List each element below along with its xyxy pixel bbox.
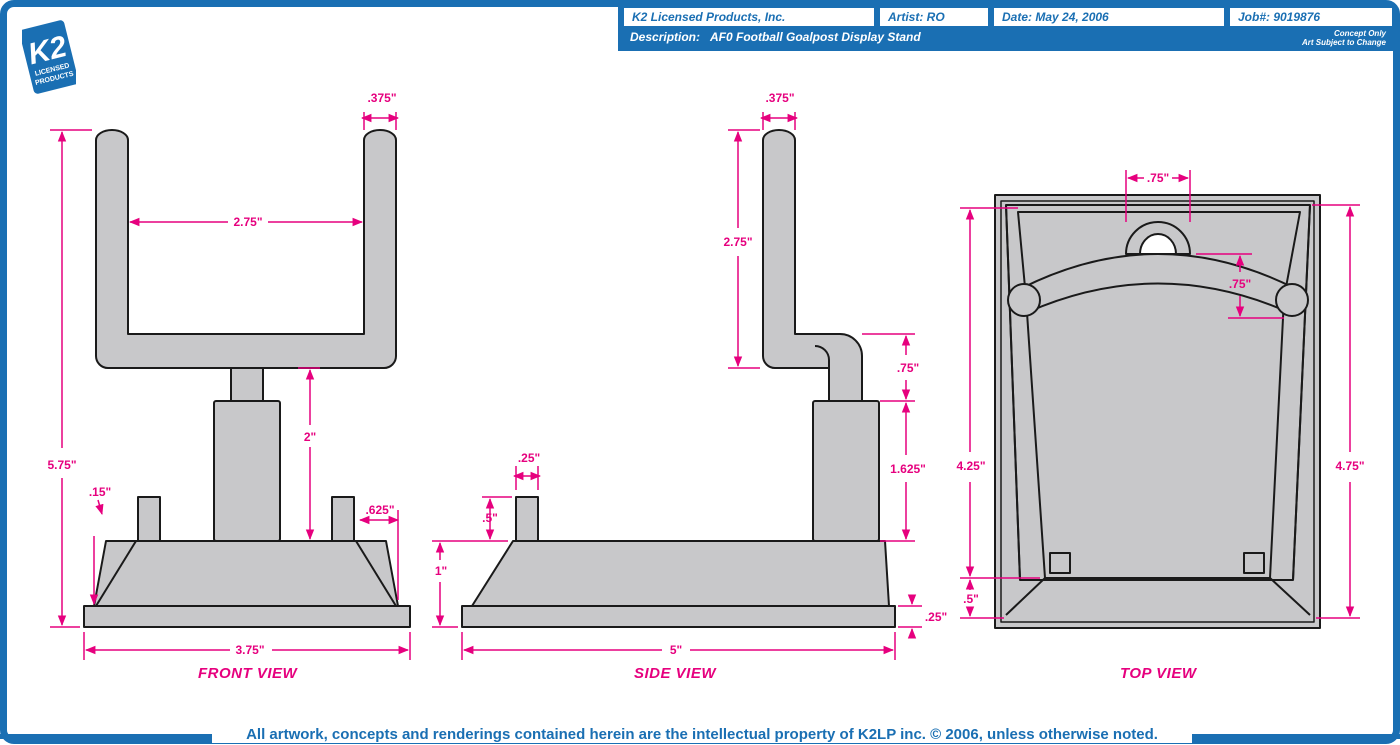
side-column <box>812 400 880 542</box>
dim-top-arc: .75" <box>1229 277 1251 291</box>
dim-side-peg-width: .25" <box>518 451 540 465</box>
top-view-drawing <box>994 194 1321 629</box>
dim-side-plinth: .25" <box>925 610 947 624</box>
side-plinth <box>461 605 896 628</box>
front-view-title: FRONT VIEW <box>198 665 298 682</box>
front-base <box>93 540 399 607</box>
footer-bar-right <box>1192 734 1400 739</box>
dim-side-upright: 2.75" <box>723 235 752 249</box>
dim-side-base-height: 1" <box>435 564 447 578</box>
k2-logo: K2 LICENSED PRODUCTS <box>22 20 76 94</box>
front-view-drawing <box>83 129 411 628</box>
concept-note-line1: Concept Only <box>1333 29 1386 38</box>
dimension-labels: .375" 2.75" 5.75" 2" .15" .625" 3.75" .3… <box>47 91 1364 657</box>
dim-side-elbow: .75" <box>897 361 919 375</box>
footer-bar-left <box>0 734 212 739</box>
front-peg-right <box>331 496 355 542</box>
side-view-drawing <box>461 129 896 628</box>
front-peg-left <box>137 496 161 542</box>
job-field: Job#: 9019876 <box>1230 8 1392 26</box>
dim-front-uprights: 2.75" <box>233 215 262 229</box>
top-view-title: TOP VIEW <box>1120 665 1197 682</box>
front-column <box>213 400 281 542</box>
footer: All artwork, concepts and renderings con… <box>0 725 1400 745</box>
dim-side-peg-height: .5" <box>482 511 498 525</box>
concept-note: Concept Only Art Subject to Change <box>1302 29 1386 47</box>
dim-side-length: 5" <box>670 643 682 657</box>
front-plinth <box>83 605 411 628</box>
dim-front-post: 2" <box>304 430 316 444</box>
dim-side-top: .375" <box>765 91 794 105</box>
top-foot-left <box>1049 552 1071 574</box>
description-label: Description: <box>630 30 701 44</box>
dim-front-width: 3.75" <box>235 643 264 657</box>
dim-front-peg-right: .625" <box>365 503 394 517</box>
side-view-title: SIDE VIEW <box>634 665 717 682</box>
description-row: Description: AF0 Football Goalpost Displa… <box>630 30 921 44</box>
concept-note-line2: Art Subject to Change <box>1301 38 1386 47</box>
dim-top-outer: 4.75" <box>1335 459 1364 473</box>
date-field: Date: May 24, 2006 <box>994 8 1224 26</box>
side-peg <box>515 496 539 542</box>
side-upright <box>762 129 863 402</box>
side-base <box>471 540 890 607</box>
description-text: AF0 Football Goalpost Display Stand <box>710 30 921 44</box>
top-right-knob <box>1275 283 1309 317</box>
dim-front-top-right: .375" <box>367 91 396 105</box>
front-goalpost <box>95 129 397 369</box>
front-neck <box>230 367 264 402</box>
dim-side-column: 1.625" <box>890 462 926 476</box>
dim-top-ring: .75" <box>1147 171 1169 185</box>
dim-front-height: 5.75" <box>47 458 76 472</box>
dim-front-peg-left: .15" <box>89 485 111 499</box>
artist-field: Artist: RO <box>880 8 988 26</box>
top-left-knob <box>1007 283 1041 317</box>
dim-top-inner: 4.25" <box>956 459 985 473</box>
company-field: K2 Licensed Products, Inc. <box>624 8 874 26</box>
dimension-lines <box>50 112 1360 660</box>
top-foot-right <box>1243 552 1265 574</box>
dim-top-front: .5" <box>963 592 979 606</box>
copyright-notice: All artwork, concepts and renderings con… <box>212 726 1192 743</box>
